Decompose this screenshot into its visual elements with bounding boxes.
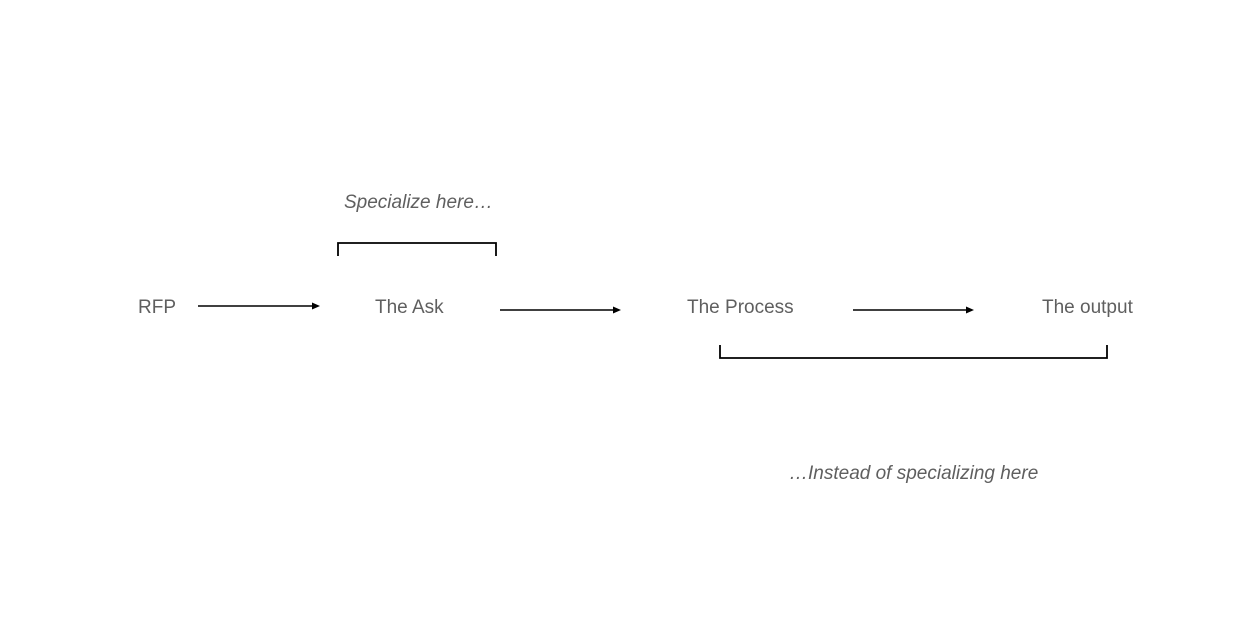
arrowhead-rfp-to-ask xyxy=(312,302,320,310)
node-the-ask: The Ask xyxy=(375,297,444,318)
node-the-output: The output xyxy=(1042,297,1133,318)
bracket-top xyxy=(337,242,497,256)
annotation-instead-of-specializing: …Instead of specializing here xyxy=(789,463,1039,484)
arrowhead-process-to-output xyxy=(966,306,974,314)
node-the-process: The Process xyxy=(687,297,794,318)
bracket-bottom xyxy=(719,345,1108,359)
arrowhead-ask-to-process xyxy=(613,306,621,314)
annotation-specialize-here: Specialize here… xyxy=(344,192,493,213)
node-rfp: RFP xyxy=(138,297,176,318)
